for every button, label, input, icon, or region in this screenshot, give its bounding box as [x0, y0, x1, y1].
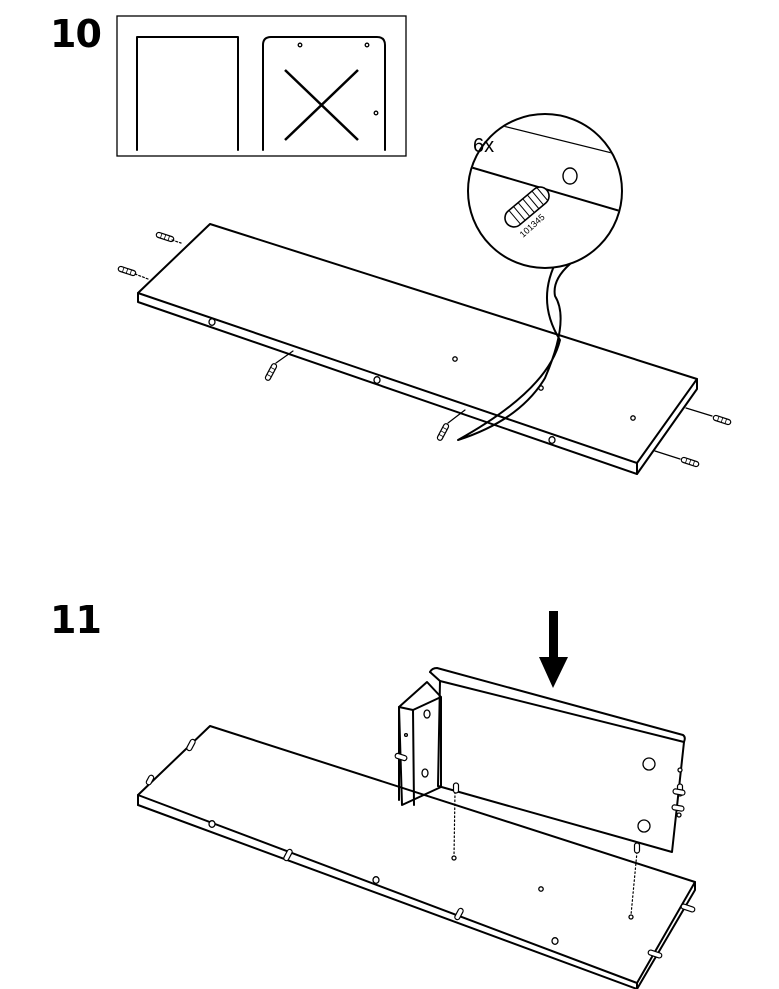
- incorrect-panel-icon: [262, 36, 386, 151]
- correct-panel-icon: [136, 36, 239, 151]
- side-panel: [394, 667, 686, 854]
- cross-mark-icon: [284, 69, 359, 141]
- dowel-detail-callout: 6x 101345: [457, 113, 623, 441]
- arrow-down-icon: [539, 611, 568, 688]
- step-11-number: 11: [50, 598, 102, 642]
- step-10-number: 10: [50, 12, 102, 56]
- base-dowels: [145, 738, 696, 959]
- orientation-guide: [116, 15, 407, 157]
- shelf-board-step10: [137, 223, 698, 475]
- shelf-board-step11: [137, 725, 696, 989]
- quantity-label: 6x: [473, 135, 494, 157]
- wooden-dowel-icon: [117, 231, 732, 468]
